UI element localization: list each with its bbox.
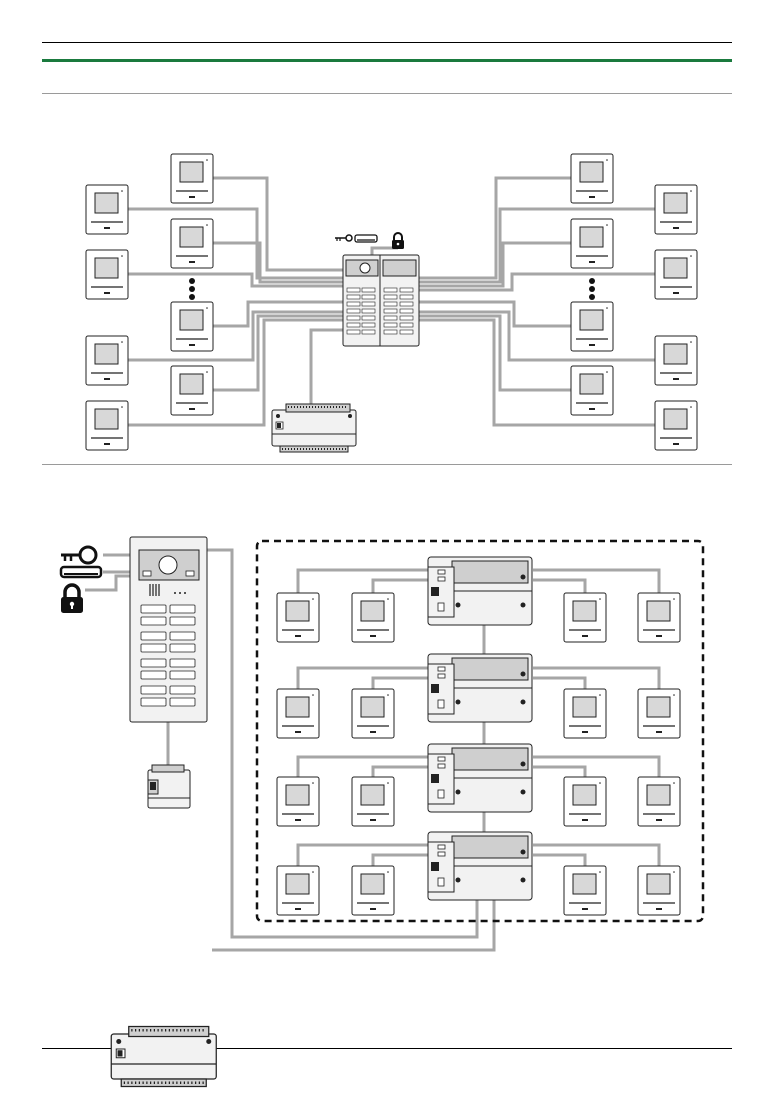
system-2-access-icons bbox=[61, 547, 130, 613]
card-icon bbox=[61, 567, 101, 577]
continuation-dots-left bbox=[189, 278, 195, 300]
system-2-door-panel bbox=[130, 537, 207, 722]
system-2-distribution-units bbox=[428, 557, 532, 900]
system-1-right-inner-monitors bbox=[571, 154, 613, 415]
system-1-power-supply bbox=[272, 404, 356, 452]
system-1-door-panel bbox=[343, 255, 419, 346]
system-2-power-supply bbox=[111, 1027, 216, 1087]
card-icon bbox=[355, 235, 377, 242]
key-icon bbox=[335, 235, 352, 241]
system-1-left-outer-monitors bbox=[86, 185, 128, 450]
system-2-small-adaptor bbox=[148, 765, 190, 808]
system-1-left-inner-monitors bbox=[171, 154, 213, 415]
system-1-right-outer-monitors bbox=[655, 185, 697, 450]
lock-icon bbox=[61, 585, 83, 613]
key-icon bbox=[61, 547, 96, 563]
continuation-dots-right bbox=[589, 278, 595, 300]
lock-icon bbox=[392, 233, 404, 249]
